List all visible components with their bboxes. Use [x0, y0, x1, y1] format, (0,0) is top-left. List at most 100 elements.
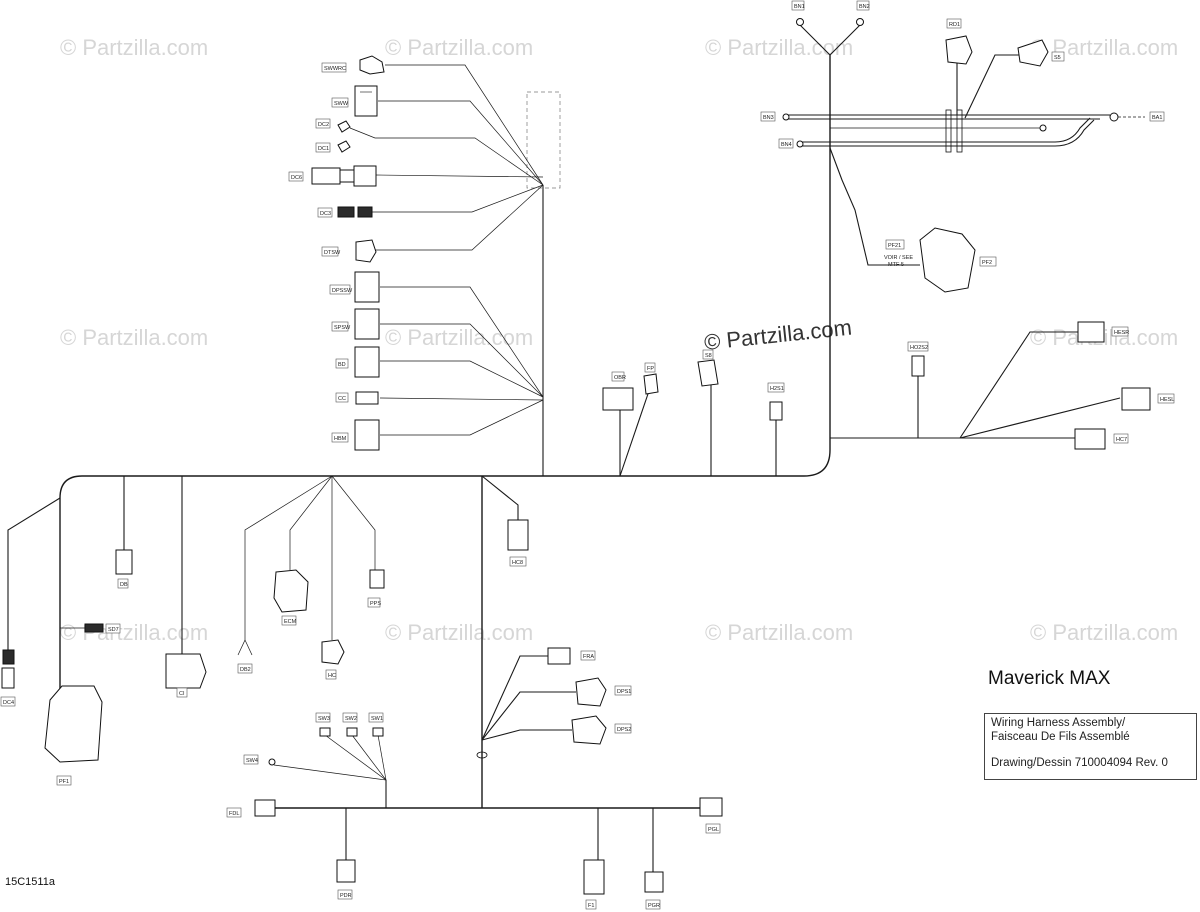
label-cc: CC: [338, 396, 346, 402]
label-fra: FRA: [583, 654, 594, 660]
label-sw1: SW1: [371, 716, 383, 722]
label-hbm: HBM: [334, 436, 347, 442]
connector-bd[interactable]: [354, 346, 380, 378]
label-dc6: DC6: [291, 175, 302, 181]
label-dpssw: DPSSW: [332, 288, 353, 294]
connector-pf1[interactable]: [44, 685, 103, 763]
connector-dc6[interactable]: [311, 167, 341, 185]
connector-fra[interactable]: [547, 647, 571, 665]
label-fp: FP: [647, 366, 654, 372]
label-db2: DB2: [240, 667, 251, 673]
figure-number: 15C1511a: [5, 876, 55, 888]
label-hc7: HC7: [1116, 437, 1127, 443]
connector-sw3[interactable]: [319, 727, 331, 737]
connector-dtsw[interactable]: [355, 239, 377, 263]
watermark: © Partzilla.com: [60, 325, 208, 350]
label-dc4: DC4: [3, 700, 14, 706]
watermark: © Partzilla.com: [705, 620, 853, 645]
connector-fp[interactable]: [643, 373, 659, 395]
label-mtf: MTF 5: [888, 262, 904, 268]
label-ci: CI: [179, 691, 185, 697]
label-dc1: DC1: [318, 146, 329, 152]
label-ba1: BA1: [1152, 115, 1162, 121]
connector-hesl[interactable]: [1121, 387, 1151, 411]
connector-spsw[interactable]: [354, 308, 380, 340]
connector-ho2s2[interactable]: [911, 355, 925, 377]
connector-s5[interactable]: [1017, 39, 1049, 67]
connector-obr[interactable]: [602, 387, 634, 411]
label-s5: S5: [1054, 55, 1061, 61]
watermark: © Partzilla.com: [385, 620, 533, 645]
connector-dc1[interactable]: [337, 140, 351, 153]
info-line-2: Faisceau De Fils Assemblé: [991, 731, 1130, 743]
connector-dc2[interactable]: [337, 120, 351, 133]
connector-sww[interactable]: [354, 85, 378, 117]
connector-cc[interactable]: [355, 391, 379, 405]
connector-swwrc[interactable]: [359, 55, 385, 75]
connector-hesr[interactable]: [1077, 321, 1105, 343]
label-dc3: DC3: [320, 211, 331, 217]
connector-pgl[interactable]: [699, 797, 723, 817]
label-hesl: HESL: [1160, 397, 1174, 403]
watermarks: © Partzilla.com © Partzilla.com © Partzi…: [60, 35, 1178, 645]
connector-rd1[interactable]: [945, 35, 973, 65]
title-block: Maverick MAX: [984, 668, 1194, 690]
connector-pf2[interactable]: [919, 227, 976, 293]
label-dps1: DPS1: [617, 689, 631, 695]
connector-f1[interactable]: [583, 859, 605, 895]
label-bn3: BN3: [763, 115, 774, 121]
upper-left-wires: [349, 64, 561, 476]
label-pdr: PDR: [340, 893, 352, 899]
label-sw3: SW3: [318, 716, 330, 722]
watermark: © Partzilla.com: [1030, 620, 1178, 645]
connector-sw4[interactable]: [268, 758, 276, 766]
label-bn4: BN4: [781, 142, 792, 148]
connector-s8[interactable]: [697, 359, 719, 387]
label-ecm: ECM: [284, 619, 297, 625]
connector-hc8[interactable]: [507, 519, 529, 551]
connector-dc3[interactable]: [337, 206, 355, 218]
label-pf1: PF1: [59, 779, 69, 785]
connector-dpssw[interactable]: [354, 271, 380, 303]
connector-fdl[interactable]: [254, 799, 276, 817]
upper-left-labels: SWWRC SWW DC2 DC1 DC6 DC3 DTSW DPSSW SPS…: [288, 62, 353, 443]
watermark: © Partzilla.com: [60, 620, 208, 645]
connector-hbm[interactable]: [354, 419, 380, 451]
connector-db[interactable]: [115, 549, 133, 575]
label-spsw: SPSW: [334, 325, 351, 331]
label-pf21: PF21: [888, 243, 901, 249]
connector-pps[interactable]: [369, 569, 385, 589]
main-harness-trunk: [59, 55, 831, 809]
label-pgl: PGL: [708, 827, 719, 833]
connector-ecm[interactable]: [273, 569, 309, 613]
label-sww: SWW: [334, 101, 349, 107]
drawing-number: Drawing/Dessin 710004094 Rev. 0: [991, 757, 1168, 769]
watermark: © Partzilla.com: [705, 35, 853, 60]
connector-sw2[interactable]: [346, 727, 358, 737]
label-rd1: RD1: [949, 22, 960, 28]
label-f1: F1: [588, 903, 594, 909]
label-fdl: FDL: [229, 811, 239, 817]
label-pf2: PF2: [982, 260, 992, 266]
connector-sw1[interactable]: [372, 727, 384, 737]
connector-dps2[interactable]: [571, 715, 607, 745]
label-sw4: SW4: [246, 758, 258, 764]
connector-pdr[interactable]: [336, 859, 356, 883]
label-s8: S8: [705, 353, 712, 359]
connector-dc4[interactable]: [1, 667, 15, 689]
watermark: © Partzilla.com: [60, 35, 208, 60]
connector-dps1[interactable]: [575, 677, 607, 707]
model-title: Maverick MAX: [988, 668, 1111, 689]
connector-pgr[interactable]: [644, 871, 664, 893]
connector-h2s1[interactable]: [769, 401, 783, 421]
connector-hc[interactable]: [321, 639, 345, 665]
connector-ci[interactable]: [165, 653, 207, 689]
label-voir-see: VOIR / SEE: [884, 255, 913, 261]
label-dc2: DC2: [318, 122, 329, 128]
label-pps: PPS: [370, 601, 381, 607]
right-side-connectors: HO2S2 HESR HESL HC7: [830, 321, 1174, 450]
label-sd7: SD7: [108, 627, 119, 633]
label-bn2: BN2: [859, 4, 870, 10]
connector-hc7[interactable]: [1074, 428, 1106, 450]
